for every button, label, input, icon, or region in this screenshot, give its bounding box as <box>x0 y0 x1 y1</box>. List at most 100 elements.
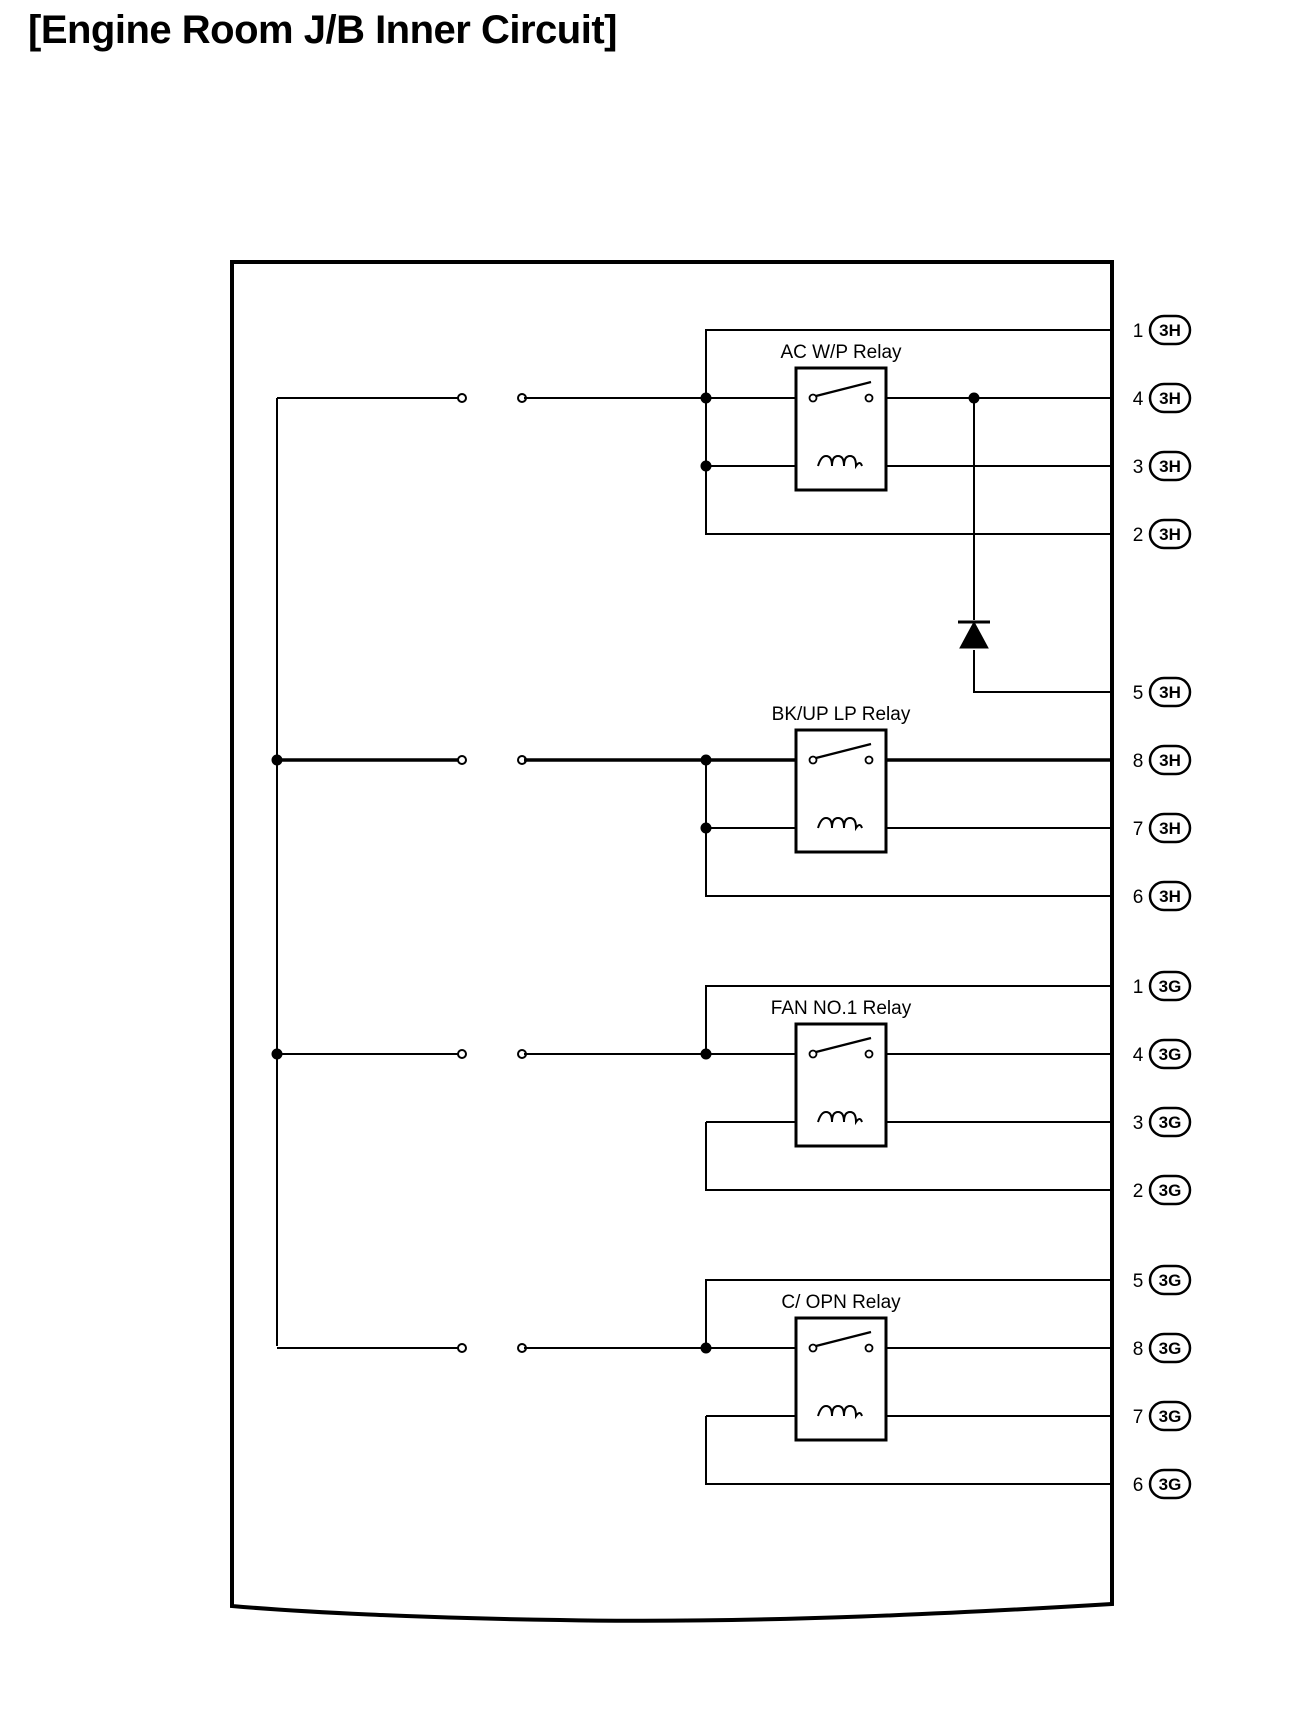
connector-badge <box>1148 1264 1192 1296</box>
terminal-pin-number: 8 <box>1133 751 1144 772</box>
wiring <box>230 260 1114 1623</box>
relay-switch-icon <box>815 742 872 760</box>
relay-coil-icon <box>817 1110 863 1126</box>
junction-block-outline <box>230 260 1114 1623</box>
relay-box <box>794 728 888 854</box>
connector-id: 3H <box>1159 751 1181 770</box>
relay-4: C/ OPN Relay <box>781 1292 901 1442</box>
connector-id: 3H <box>1159 887 1181 906</box>
terminal-8-3H: 8 3H <box>1133 744 1192 776</box>
terminal-5-3G: 5 3G <box>1133 1264 1192 1296</box>
relay-label: FAN NO.1 Relay <box>771 998 912 1019</box>
terminal-pin-number: 4 <box>1133 1045 1144 1066</box>
connector-badge <box>1148 1332 1192 1364</box>
terminal-pin-number: 7 <box>1133 819 1144 840</box>
terminal-6-3G: 6 3G <box>1133 1468 1192 1500</box>
terminal-pin-number: 3 <box>1133 1113 1144 1134</box>
switch-contact <box>808 755 818 765</box>
relay-1: AC W/P Relay <box>780 342 902 492</box>
switch-contact <box>864 1049 874 1059</box>
relay-coil-icon <box>817 816 863 832</box>
connector-id: 3H <box>1159 683 1181 702</box>
relay-switch-icon <box>815 1330 872 1348</box>
relay-3: FAN NO.1 Relay <box>771 998 912 1148</box>
connector-badge <box>1148 518 1192 550</box>
connector-id: 3G <box>1159 1045 1182 1064</box>
connector-id: 3G <box>1159 977 1182 996</box>
diode-wire <box>973 650 1112 693</box>
connector-id: 3G <box>1159 1475 1182 1494</box>
connector-id: 3H <box>1159 819 1181 838</box>
relay-switch-icon <box>815 1036 872 1054</box>
block-bus-wire <box>705 759 1112 897</box>
junction-dot <box>271 1048 283 1060</box>
junction-dot <box>271 754 283 766</box>
terminal-6-3H: 6 3H <box>1133 880 1192 912</box>
terminal-pin-number: 3 <box>1133 457 1144 478</box>
diode-triangle <box>959 620 989 649</box>
connector-id: 3H <box>1159 457 1181 476</box>
relay-label: C/ OPN Relay <box>781 1292 901 1313</box>
terminal-pin-number: 4 <box>1133 389 1144 410</box>
switch-contact <box>864 393 874 403</box>
relay-2: BK/UP LP Relay <box>772 704 911 854</box>
open-terminal <box>457 393 467 403</box>
connector-badge <box>1148 812 1192 844</box>
connector-id: 3H <box>1159 321 1181 340</box>
terminal-4-3H: 4 3H <box>1133 382 1192 414</box>
terminal-1-3G: 1 3G <box>1133 970 1192 1002</box>
connector-id: 3H <box>1159 389 1181 408</box>
connector-id: 3G <box>1159 1181 1182 1200</box>
block-bus-wire <box>705 329 1112 535</box>
connector-badge <box>1148 880 1192 912</box>
terminal-pin-number: 5 <box>1133 1271 1144 1292</box>
terminal-7-3H: 7 3H <box>1133 812 1192 844</box>
switch-contact <box>808 393 818 403</box>
connector-badge <box>1148 676 1192 708</box>
open-terminal <box>457 1343 467 1353</box>
connector-id: 3G <box>1159 1113 1182 1132</box>
switch-contact <box>864 755 874 765</box>
terminal-pin-number: 1 <box>1133 977 1144 998</box>
connector-id: 3G <box>1159 1271 1182 1290</box>
terminal-pin-number: 1 <box>1133 321 1144 342</box>
open-terminal <box>457 1049 467 1059</box>
switch-contact <box>864 1343 874 1353</box>
relay-switch-icon <box>815 380 872 398</box>
relay-box <box>794 366 888 492</box>
top-wire <box>705 985 1112 1054</box>
relay-coil-icon <box>817 454 863 470</box>
connector-badge <box>1148 1106 1192 1138</box>
terminal-1-3H: 1 3H <box>1133 314 1192 346</box>
connector-badge <box>1148 1468 1192 1500</box>
connector-badge <box>1148 744 1192 776</box>
relay-coil-icon <box>817 1404 863 1420</box>
connector-badge <box>1148 382 1192 414</box>
coil-return-wire <box>705 1122 1112 1191</box>
connector-badge <box>1148 450 1192 482</box>
diode-icon <box>958 620 990 649</box>
relay-label: AC W/P Relay <box>780 342 902 363</box>
open-terminal <box>457 755 467 765</box>
switch-contact <box>808 1049 818 1059</box>
terminal-3-3G: 3 3G <box>1133 1106 1192 1138</box>
terminal-4-3G: 4 3G <box>1133 1038 1192 1070</box>
connector-id: 3H <box>1159 525 1181 544</box>
connector-id: 3G <box>1159 1339 1182 1358</box>
switch-contact <box>808 1343 818 1353</box>
relay-box <box>794 1022 888 1148</box>
connector-id: 3G <box>1159 1407 1182 1426</box>
terminal-pin-number: 6 <box>1133 887 1144 908</box>
connector-badge <box>1148 1400 1192 1432</box>
connector-badge <box>1148 970 1192 1002</box>
connector-badge <box>1148 314 1192 346</box>
connector-badge <box>1148 1174 1192 1206</box>
terminal-pin-number: 6 <box>1133 1475 1144 1496</box>
connector-badge <box>1148 1038 1192 1070</box>
